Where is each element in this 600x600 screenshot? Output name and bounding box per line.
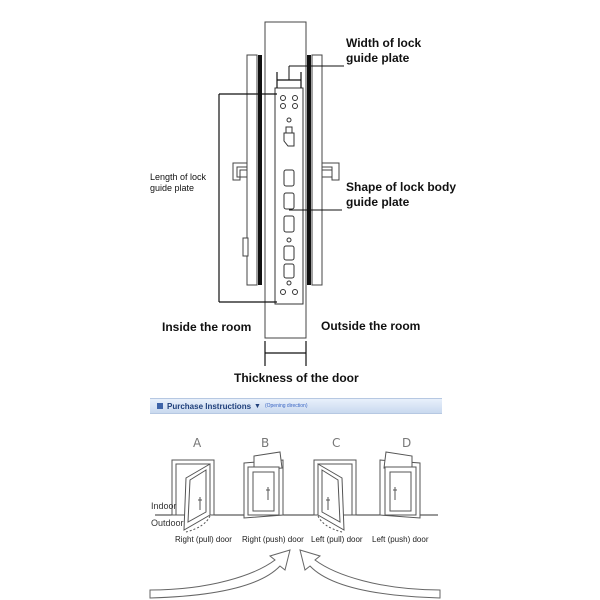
door-c-letter: C bbox=[332, 436, 341, 450]
inside-room-label: Inside the room bbox=[162, 320, 252, 334]
slot-3 bbox=[283, 215, 295, 233]
door-b-illustration bbox=[243, 451, 284, 519]
outside-handle-bar bbox=[307, 55, 311, 285]
slot-2 bbox=[283, 192, 295, 210]
purchase-instructions-banner: Purchase Instructions ▼ (Opening directi… bbox=[150, 398, 442, 414]
door-d-letter: D bbox=[402, 436, 412, 450]
shape-label-line2: guide plate bbox=[346, 195, 410, 209]
width-label-line2: guide plate bbox=[346, 51, 410, 65]
width-label: Width of lock guide plate bbox=[346, 36, 421, 66]
slot-4 bbox=[283, 245, 295, 261]
slot-5 bbox=[283, 263, 295, 279]
slot-1 bbox=[283, 169, 295, 187]
shape-label: Shape of lock body guide plate bbox=[346, 180, 456, 210]
width-label-line1: Width of lock bbox=[346, 36, 422, 50]
inside-handle-bar bbox=[258, 55, 262, 285]
door-b-letter: B bbox=[261, 436, 270, 450]
door-d-illustration bbox=[379, 451, 421, 519]
banner-square-icon bbox=[157, 403, 163, 409]
length-label: Length of lock guide plate bbox=[150, 172, 206, 194]
indoor-label: Indoor bbox=[151, 501, 177, 511]
door-a-letter: A bbox=[193, 436, 202, 450]
door-a-caption: Right (pull) door bbox=[175, 535, 232, 544]
inside-thumb-turn bbox=[242, 237, 249, 257]
outside-handle-plate bbox=[311, 54, 323, 286]
triangle-down-icon: ▼ bbox=[254, 402, 261, 410]
door-c-illustration bbox=[313, 459, 357, 533]
door-d-caption: Left (push) door bbox=[372, 535, 429, 544]
thickness-label: Thickness of the door bbox=[234, 371, 359, 385]
banner-title: Purchase Instructions bbox=[167, 401, 252, 411]
outside-room-label: Outside the room bbox=[321, 319, 421, 333]
curved-arrow bbox=[149, 549, 441, 599]
banner-subtitle: (Opening direction) bbox=[264, 403, 308, 409]
door-b-caption: Right (push) door bbox=[242, 535, 304, 544]
shape-label-line1: Shape of lock body bbox=[346, 180, 457, 194]
length-label-line1: Length of lock bbox=[150, 172, 207, 182]
length-label-line2: guide plate bbox=[150, 183, 195, 193]
door-a-illustration bbox=[171, 459, 215, 533]
door-c-caption: Left (pull) door bbox=[311, 535, 363, 544]
outdoor-label: Outdoor bbox=[151, 518, 184, 528]
